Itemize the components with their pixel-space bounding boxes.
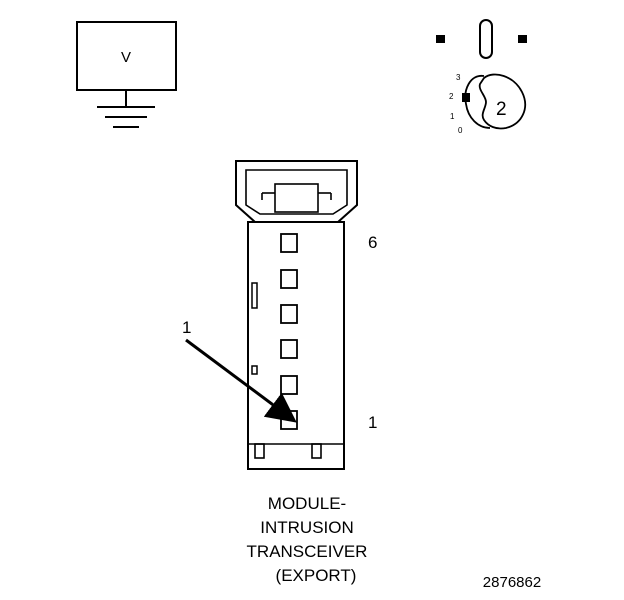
connector-pin-cavity bbox=[280, 375, 298, 395]
connector-pin-cavity bbox=[280, 339, 298, 359]
component-caption: MODULE- INTRUSION TRANSCEIVER (EXPORT) bbox=[247, 494, 368, 585]
key-position-marker bbox=[462, 93, 470, 102]
key-arc-icon bbox=[464, 75, 491, 129]
callout-number: 1 bbox=[182, 318, 191, 337]
caption-line-1: MODULE- bbox=[268, 494, 346, 513]
pin-label-top: 6 bbox=[368, 233, 377, 252]
connector-pin-cavity bbox=[280, 233, 298, 253]
key-slot-right-marker bbox=[518, 35, 527, 43]
connector-icon bbox=[235, 160, 358, 470]
caption-line-2: INTRUSION bbox=[260, 518, 354, 537]
key-number: 2 bbox=[496, 99, 507, 120]
voltmeter-label: V bbox=[121, 49, 131, 66]
connector-side-key bbox=[251, 282, 258, 309]
voltmeter-symbol: V bbox=[76, 21, 177, 128]
key-slot-left-marker bbox=[436, 35, 445, 43]
key-position-1: 1 bbox=[450, 112, 455, 121]
key-position-3: 3 bbox=[456, 73, 461, 82]
pin-label-bottom: 1 bbox=[368, 413, 377, 432]
key-position-2: 2 bbox=[449, 92, 454, 101]
caption-line-4: (EXPORT) bbox=[276, 566, 357, 585]
connector-latch-tab bbox=[274, 183, 319, 213]
key-position-0: 0 bbox=[458, 126, 463, 135]
callout-arrow bbox=[185, 338, 297, 423]
ground-icon bbox=[97, 106, 155, 128]
key-slot-icon bbox=[479, 19, 493, 59]
connector-pin-cavity bbox=[280, 304, 298, 324]
key-head-icon bbox=[478, 73, 527, 130]
caption-line-3: TRANSCEIVER bbox=[247, 542, 368, 561]
connector-body bbox=[247, 221, 345, 470]
figure-number: 2876862 bbox=[483, 574, 541, 591]
ignition-key-icon: 3 2 1 0 2 bbox=[436, 19, 527, 135]
key-position-labels: 3 2 1 0 bbox=[449, 73, 463, 135]
connector-pin-cavity bbox=[280, 269, 298, 289]
